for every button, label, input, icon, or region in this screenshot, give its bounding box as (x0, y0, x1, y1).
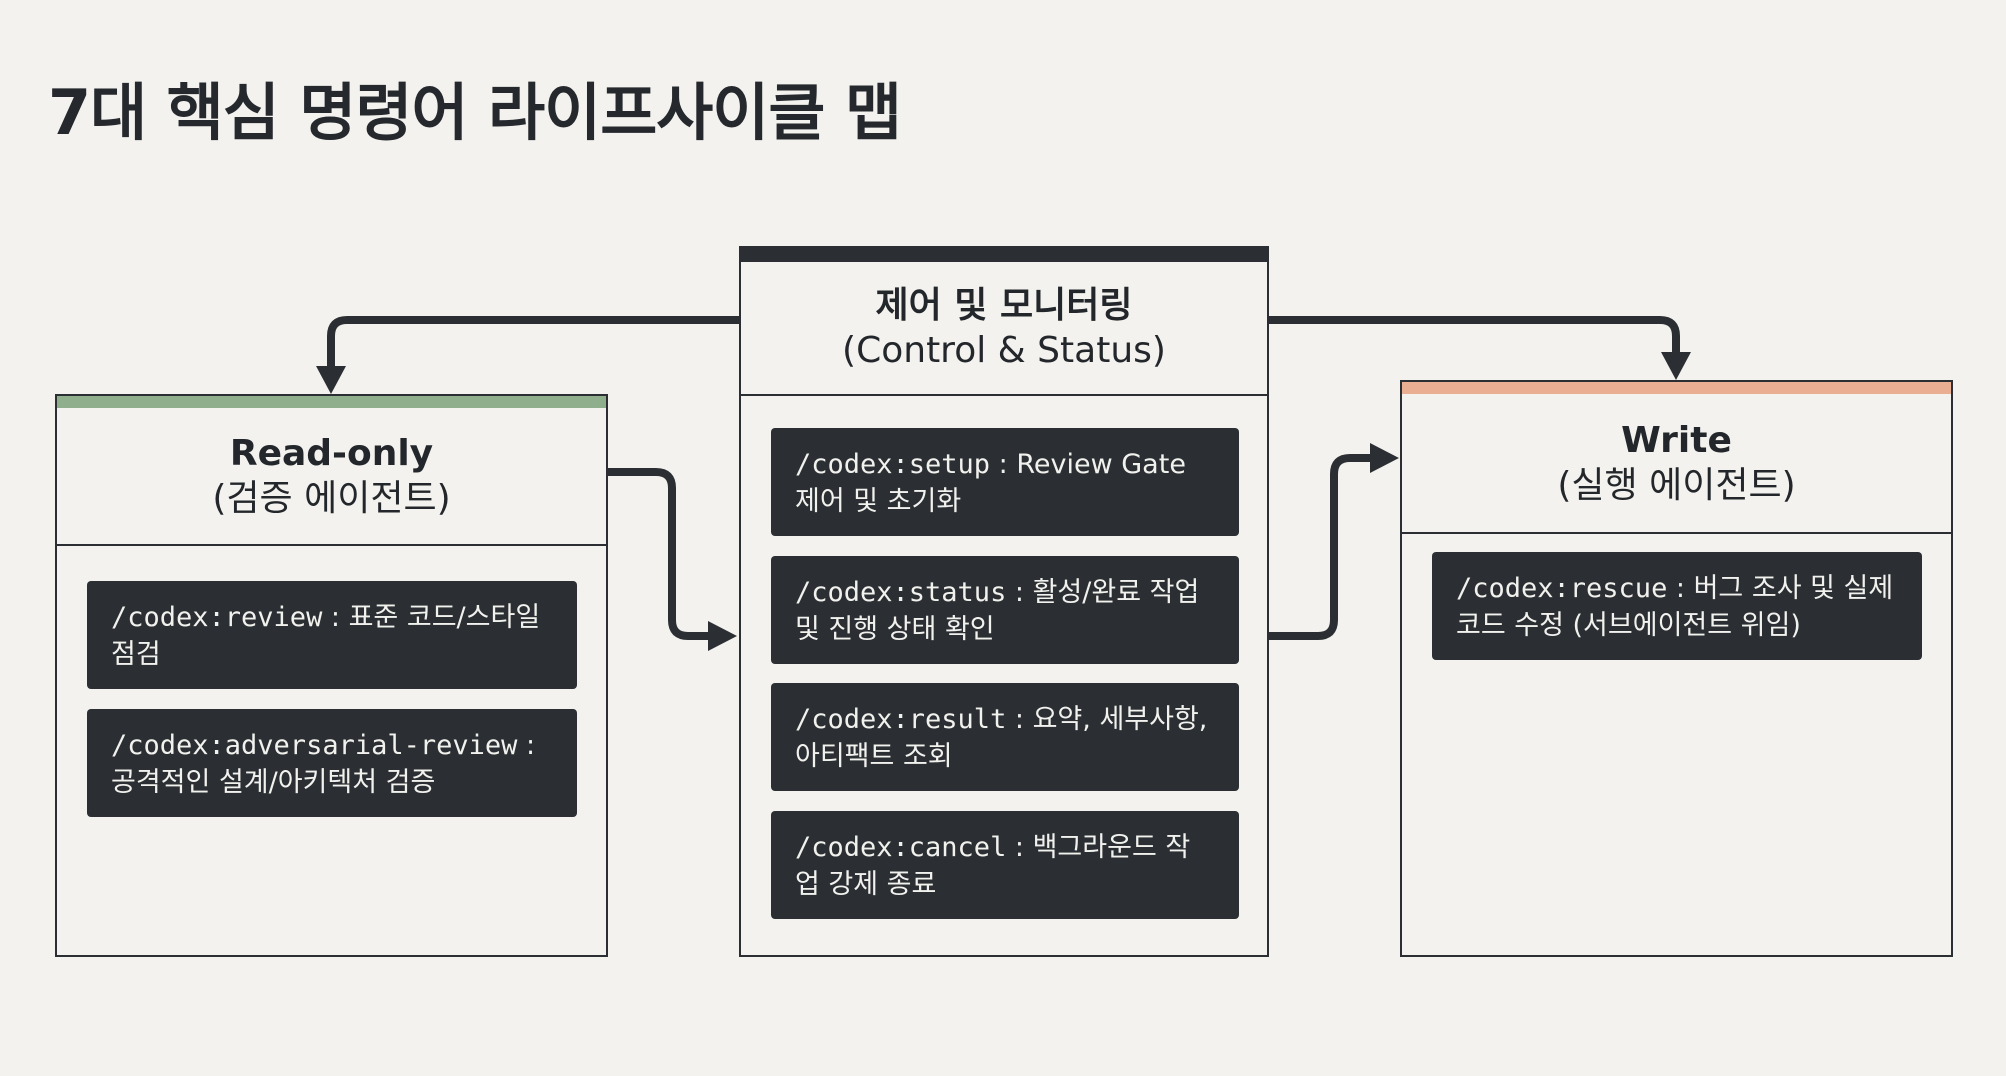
command-separator: : (1006, 577, 1033, 608)
command-separator: : (1667, 573, 1694, 604)
command-separator: : (1006, 832, 1033, 863)
command-status[interactable]: /codex:status : 활성/완료 작업 및 진행 상태 확인 (771, 556, 1239, 664)
panel-write: Write (실행 에이전트) /codex:rescue : 버그 조사 및 … (1400, 380, 1953, 957)
command-description: 공격적인 설계/아키텍처 검증 (111, 767, 436, 798)
command-result[interactable]: /codex:result : 요약, 세부사항, 아티팩트 조회 (771, 683, 1239, 791)
readonly-accent-bar (57, 396, 606, 408)
command-separator: : (517, 730, 536, 761)
arrowhead-write (1661, 352, 1691, 380)
command-description: 요약, 세부사항, 아티팩트 조회 (795, 704, 1208, 772)
command-description: Review Gate 제어 및 초기화 (795, 449, 1186, 517)
panel-readonly: Read-only (검증 에이전트) /codex:review : 표준 코… (55, 394, 608, 957)
readonly-title: Read-only (229, 433, 434, 474)
control-subtitle: (Control & Status) (842, 330, 1166, 371)
write-accent-bar (1402, 382, 1951, 394)
command-separator: : (1006, 704, 1033, 735)
control-accent-bar (741, 248, 1267, 262)
arrow-readonly-to-control (608, 468, 712, 640)
readonly-header: Read-only (검증 에이전트) (57, 408, 606, 546)
command-description: 표준 코드/스타일 점검 (111, 602, 541, 670)
panel-control: 제어 및 모니터링 (Control & Status) /codex:setu… (739, 246, 1269, 957)
command-code: /codex:status (795, 577, 1007, 608)
command-cancel[interactable]: /codex:cancel : 백그라운드 작업 강제 종료 (771, 811, 1239, 919)
command-separator: : (322, 602, 349, 633)
command-code: /codex:review (111, 602, 323, 633)
command-description: 활성/완료 작업 및 진행 상태 확인 (795, 577, 1200, 645)
write-subtitle: (실행 에이전트) (1557, 465, 1796, 506)
command-code: /codex:rescue (1456, 573, 1668, 604)
write-title: Write (1621, 420, 1732, 461)
arrowhead-write-side (1370, 443, 1399, 473)
control-title: 제어 및 모니터링 (875, 285, 1133, 326)
command-code: /codex:result (795, 704, 1007, 735)
command-code: /codex:setup (795, 449, 991, 480)
command-rescue[interactable]: /codex:rescue : 버그 조사 및 실제 코드 수정 (서브에이전트… (1432, 552, 1922, 660)
command-review[interactable]: /codex:review : 표준 코드/스타일 점검 (87, 581, 577, 689)
command-separator: : (990, 449, 1017, 480)
control-header: 제어 및 모니터링 (Control & Status) (741, 262, 1267, 396)
arrow-control-to-readonly (327, 316, 739, 372)
write-header: Write (실행 에이전트) (1402, 394, 1951, 534)
command-code: /codex:cancel (795, 832, 1007, 863)
arrow-control-to-write (1269, 316, 1680, 358)
readonly-subtitle: (검증 에이전트) (212, 478, 451, 519)
command-adversarial-review[interactable]: /codex:adversarial-review : 공격적인 설계/아키텍처… (87, 709, 577, 817)
page-title: 7대 핵심 명령어 라이프사이클 맵 (48, 76, 902, 149)
arrow-status-to-write (1269, 454, 1374, 640)
command-code: /codex:adversarial-review (111, 730, 518, 761)
command-setup[interactable]: /codex:setup : Review Gate 제어 및 초기화 (771, 428, 1239, 536)
command-description: 버그 조사 및 실제 코드 수정 (서브에이전트 위임) (1456, 573, 1894, 641)
command-description: 백그라운드 작업 강제 종료 (795, 832, 1191, 900)
arrowhead-control (708, 621, 737, 651)
arrowhead-readonly (316, 366, 346, 394)
